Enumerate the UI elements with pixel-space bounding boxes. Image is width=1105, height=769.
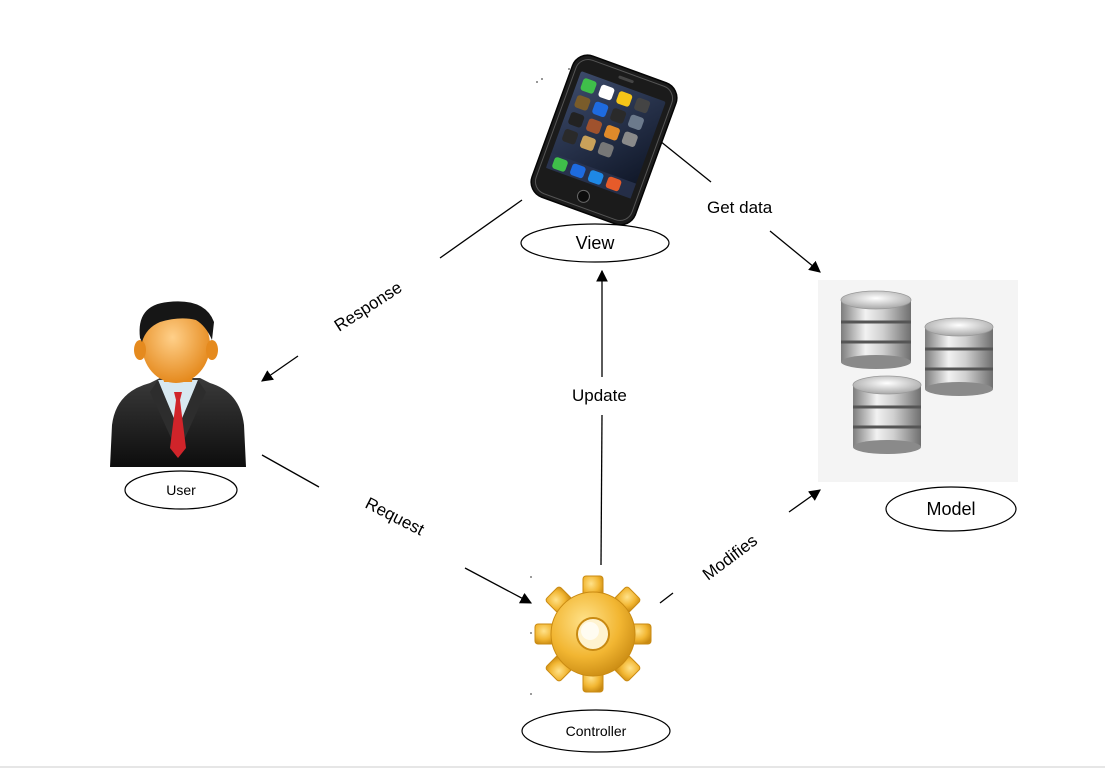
edge-update-line-lower bbox=[600, 414, 603, 566]
gear-icon bbox=[530, 575, 652, 695]
smartphone-icon bbox=[530, 54, 678, 226]
edge-label-modifies: Modifies bbox=[699, 531, 761, 584]
model-node-label: Model bbox=[885, 486, 1017, 532]
bottom-divider bbox=[0, 766, 1105, 768]
edge-modifies-arrow bbox=[788, 489, 821, 513]
edge-label-get-data: Get data bbox=[707, 198, 773, 217]
edge-response-arrow bbox=[261, 355, 299, 382]
svg-text:Model: Model bbox=[926, 499, 975, 519]
edge-modifies-line-lower bbox=[659, 592, 674, 604]
edge-response-line-upper bbox=[439, 199, 523, 259]
edge-request-arrow bbox=[464, 567, 533, 604]
controller-node-label: Controller bbox=[521, 709, 671, 753]
svg-text:User: User bbox=[166, 482, 196, 498]
edge-get-data-arrow bbox=[769, 230, 821, 273]
edge-request-line-upper bbox=[261, 454, 320, 488]
edge-label-response: Response bbox=[331, 278, 406, 336]
edge-get-data-line-upper bbox=[659, 140, 712, 183]
svg-text:View: View bbox=[576, 233, 616, 253]
database-cylinder bbox=[840, 290, 912, 369]
edge-label-update: Update bbox=[572, 386, 627, 405]
database-cylinder bbox=[852, 375, 922, 454]
database-cylinder bbox=[924, 317, 994, 396]
view-node-label: View bbox=[520, 223, 670, 263]
edge-label-request: Request bbox=[362, 494, 427, 540]
svg-text:Controller: Controller bbox=[566, 723, 627, 739]
businessman-icon bbox=[110, 301, 246, 467]
user-node-label: User bbox=[124, 470, 238, 510]
database-icon bbox=[818, 280, 1018, 482]
